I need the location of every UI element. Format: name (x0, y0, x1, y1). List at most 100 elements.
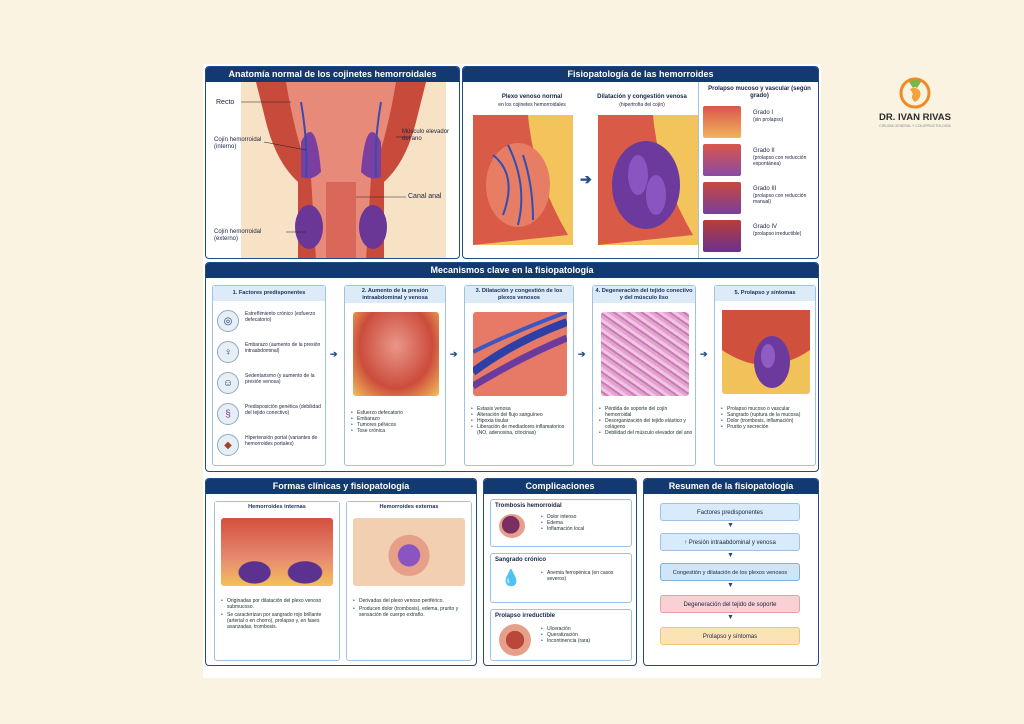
brand-logo: DR. IVAN RIVAS CIRUGÍA GENERAL Y COLOPRO… (870, 76, 960, 130)
factor-text: Hipertensión portal (variantes de hemorr… (245, 435, 318, 447)
grade-illustration (703, 106, 741, 138)
bullet: Esfuerzo defecatorio (351, 410, 443, 416)
summary-step-4: Degeneración del tejido de soporte (660, 595, 800, 613)
bullet: Producen dolor (trombosis), edema, pruri… (353, 606, 469, 618)
complication-title: Trombosis hemorroidal (495, 503, 562, 509)
complicaciones-title: Complicaciones (484, 479, 636, 494)
complication-title: Prolapso irreductible (495, 613, 556, 619)
grade-desc: (prolapso irreductible) (753, 231, 802, 237)
bullet: Tose crónica (351, 428, 443, 434)
step-arrow-icon: ➔ (578, 349, 586, 359)
step-card-2: 2. Aumento de la presión intraabdominal … (344, 285, 446, 466)
step-card-1: 1. Factores predisponentes ◎ Estreñimien… (212, 285, 326, 466)
grade-name: Grado III (753, 186, 777, 192)
bullet: Estasis venosa (471, 406, 571, 412)
step-title: 2. Aumento de la presión intraabdominal … (345, 286, 445, 303)
bullet: Hipoxia tisular (471, 418, 571, 424)
externas-bullets: Derivadas del plexo venoso periférico. P… (353, 598, 469, 618)
factor-item: ◆ Hipertensión portal (variantes de hemo… (217, 432, 325, 463)
down-arrow-icon: ▼ (727, 582, 734, 589)
brand-name: DR. IVAN RIVAS (879, 112, 951, 123)
grade-name: Grado IV (753, 224, 778, 230)
complication-bullets: Anemia ferropénica (en casos severos) (541, 570, 631, 582)
thrombosis-icon (499, 514, 525, 538)
internas-card: Hemorroides internas Originadas por dila… (214, 501, 340, 661)
resumen-panel: Resumen de la fisiopatología Factores pr… (643, 478, 819, 666)
factor-text: Predisposición genética (debilidad del t… (245, 404, 321, 416)
factor-list: ◎ Estreñimiento crónico (esfuerzo defeca… (217, 308, 325, 463)
grade-name: Grado I (753, 110, 774, 116)
summary-step-1: Factores predisponentes (660, 503, 800, 521)
grade-illustration (703, 182, 741, 214)
intestine-icon: ◎ (217, 310, 239, 332)
grade-illustration (703, 220, 741, 252)
factor-item: ☺ Sedentarismo (y aumento de la presión … (217, 370, 325, 401)
grade-desc: (prolapso con reducción espontánea) (753, 155, 807, 167)
bullet: Sangrado (ruptura de la mucosa) (721, 412, 815, 418)
normal-plexo-label: Plexo venoso normal (501, 94, 563, 100)
plexo-dilatado-illustration (598, 115, 698, 245)
step-title: 5. Prolapso y síntomas (715, 286, 815, 301)
step-illustration (353, 312, 439, 396)
resumen-title: Resumen de la fisiopatología (644, 479, 818, 494)
externas-illustration (353, 518, 465, 586)
step-arrow-icon: ➔ (700, 349, 708, 359)
externas-card: Hemorroides externas Derivadas del plexo… (346, 501, 472, 661)
bullet: Edema (541, 520, 631, 526)
bullet: Desorganización del tejido elástico y co… (599, 418, 693, 430)
bullet: Dolor (trombosis, inflamación) (721, 418, 815, 424)
plexo-normal-illustration (473, 115, 573, 245)
fisiopatologia-panel: Fisiopatología de las hemorroides Plexo … (462, 66, 819, 259)
anatomy-title: Anatomía normal de los cojinetes hemorro… (206, 67, 459, 82)
step-illustration (473, 312, 567, 396)
complication-bullets: Ulceración Queratización Incontinencia (… (541, 626, 631, 644)
bullet: Liberación de mediadores inflamatorios (… (471, 424, 571, 436)
down-arrow-icon: ▼ (727, 552, 734, 559)
factor-text: Sedentarismo (y aumento de la presión ve… (245, 373, 315, 385)
step-arrow-icon: ➔ (330, 349, 338, 359)
formas-title: Formas clínicas y fisiopatología (206, 479, 476, 494)
label-cojin-externo: Cojín hemorroidal (externo) (214, 229, 262, 242)
step-arrow-icon: ➔ (450, 349, 458, 359)
internas-illustration (221, 518, 333, 586)
fisio-title: Fisiopatología de las hemorroides (463, 67, 818, 82)
bullet: Dolor intenso (541, 514, 631, 520)
prolapso-title: Prolapso mucoso y vascular (según grado) (708, 86, 811, 99)
bullet: Derivadas del plexo venoso periférico. (353, 598, 469, 604)
bullet: Debilidad del músculo elevador del ano (599, 430, 693, 436)
blood-drops-icon: 💧 (501, 570, 521, 587)
liver-icon: ◆ (217, 434, 239, 456)
label-recto: Recto (216, 99, 235, 106)
bullet: Prurito y secreción (721, 424, 815, 430)
externas-title: Hemorroides externas (347, 502, 471, 513)
grade-name: Grado II (753, 148, 775, 154)
step-title: 1. Factores predisponentes (213, 286, 325, 301)
step-card-3: 3. Dilatación y congestión de los plexos… (464, 285, 574, 466)
bullet: Queratización (541, 632, 631, 638)
prolapso-grades-list: Grado I (sin prolapso) Grado II (prolaps… (703, 104, 818, 256)
dna-icon: § (217, 403, 239, 425)
complication-title: Sangrado crónico (495, 557, 547, 563)
prolapse-icon (499, 624, 531, 656)
grade-illustration (703, 144, 741, 176)
mecanismos-panel: Mecanismos clave en la fisiopatología 1.… (205, 262, 819, 472)
bullet: Tumores pélvicos (351, 422, 443, 428)
label-canal: Canal anal (408, 193, 442, 200)
internas-bullets: Originadas por dilatación del plexo veno… (221, 598, 337, 630)
step-bullets: Estasis venosa Alteración del flujo sang… (471, 406, 571, 436)
step-card-5: 5. Prolapso y síntomas Prolapso mucoso o… (714, 285, 816, 466)
step-bullets: Pérdida de soporte del cojín hemorroidal… (599, 406, 693, 436)
formas-panel: Formas clínicas y fisiopatología Hemorro… (205, 478, 477, 666)
summary-step-3: Congestión y dilatación de los plexos ve… (660, 563, 800, 581)
grade-item: Grado II (prolapso con reducción espontá… (703, 142, 818, 180)
bullet: Pérdida de soporte del cojín hemorroidal (599, 406, 693, 418)
step-card-4: 4. Degeneración del tejido conectivo y d… (592, 285, 696, 466)
summary-step-5: Prolapso y síntomas (660, 627, 800, 645)
dilat-sub: (hipertrofia del cojín) (619, 102, 665, 108)
brand-mark-icon (899, 77, 931, 109)
dilat-label: Dilatación y congestión venosa (597, 94, 687, 100)
bullet: Ulceración (541, 626, 631, 632)
internas-title: Hemorroides internas (215, 502, 339, 513)
factor-item: § Predisposición genética (debilidad del… (217, 401, 325, 432)
step-bullets: Prolapso mucoso o vascular Sangrado (rup… (721, 406, 815, 430)
